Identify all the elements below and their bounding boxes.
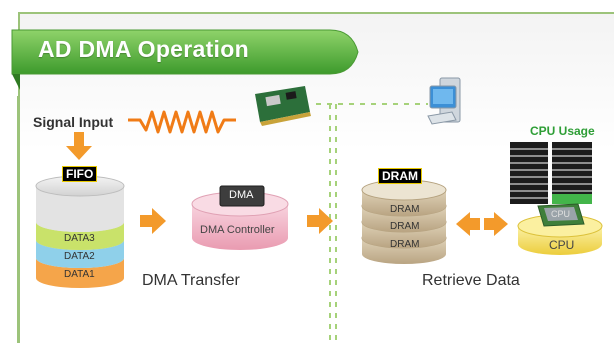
dram-label: DRAM bbox=[378, 168, 422, 184]
dram-layer-3: DRAM bbox=[390, 239, 420, 250]
dma-chip-label: DMA bbox=[229, 189, 254, 201]
fifo-stack bbox=[35, 175, 125, 288]
header-banner bbox=[11, 29, 359, 343]
signal-down-arrow bbox=[66, 132, 92, 160]
dma-controller bbox=[191, 185, 289, 250]
dashed-connector bbox=[316, 103, 428, 343]
dram-layer-2: DRAM bbox=[390, 221, 420, 232]
dram-stack bbox=[361, 179, 447, 264]
fifo-label: FIFO bbox=[62, 166, 98, 182]
computer-icon bbox=[427, 77, 461, 125]
dma-to-dram-arrow bbox=[307, 208, 333, 234]
signal-wave-icon bbox=[128, 110, 236, 134]
page-title: AD DMA Operation bbox=[38, 36, 249, 62]
fifo-layer-data3: DATA3 bbox=[64, 233, 95, 244]
fifo-to-dma-arrow bbox=[140, 208, 166, 234]
retrieve-data-caption: Retrieve Data bbox=[422, 272, 520, 289]
dma-controller-label: DMA Controller bbox=[200, 224, 275, 236]
cpu-unit bbox=[517, 203, 603, 255]
signal-input-label: Signal Input bbox=[33, 114, 114, 130]
cpu-usage-graph bbox=[510, 142, 592, 204]
fifo-layer-data2: DATA2 bbox=[64, 251, 95, 262]
daq-card-icon bbox=[255, 86, 311, 126]
dram-cpu-arrow bbox=[456, 212, 508, 236]
cpu-chip-label: CPU bbox=[551, 209, 571, 219]
cpu-usage-label: CPU Usage bbox=[530, 124, 595, 138]
dma-transfer-caption: DMA Transfer bbox=[142, 272, 240, 289]
cpu-label: CPU bbox=[549, 238, 575, 252]
dram-layer-1: DRAM bbox=[390, 204, 420, 215]
fifo-layer-data1: DATA1 bbox=[64, 269, 95, 280]
